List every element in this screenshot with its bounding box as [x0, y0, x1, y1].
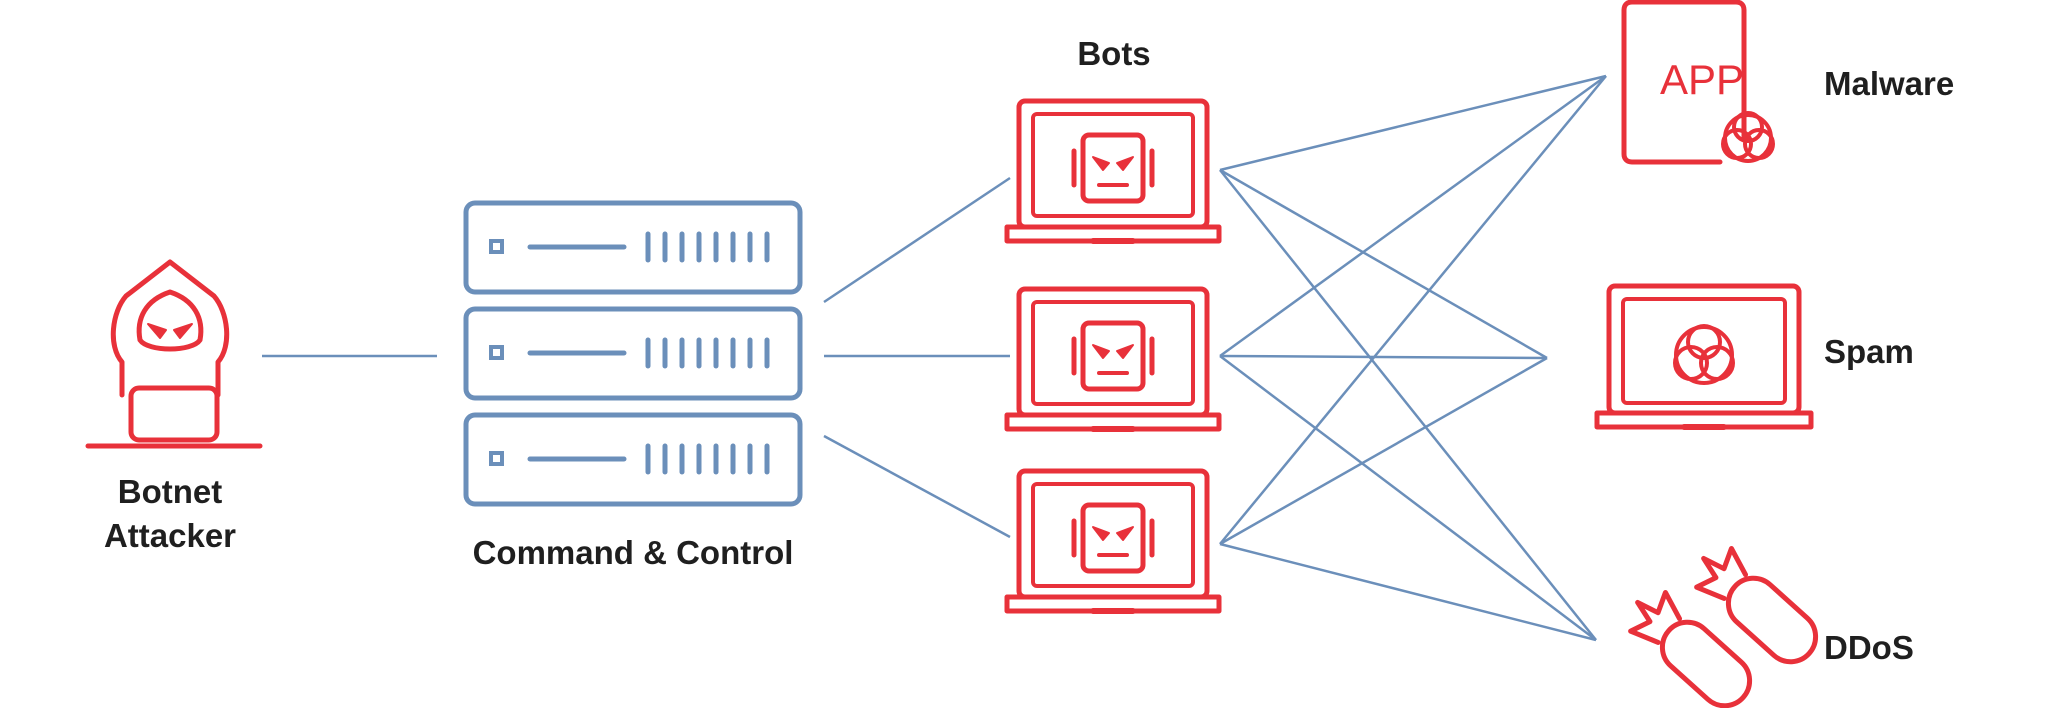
command-control-label: Command & Control [472, 534, 794, 571]
connectors [262, 74, 1607, 642]
connector-cc-to-bot-3 [823, 434, 1011, 539]
connector-bot-1-to-ddos [1219, 169, 1597, 641]
connector-bot-2-to-ddos [1219, 355, 1597, 641]
biohazard-icon [1721, 111, 1775, 163]
attacker-label-line2: Attacker [103, 517, 237, 554]
connector-cc-to-bot-1 [823, 176, 1011, 304]
server-unit-3 [463, 412, 803, 507]
app-biohazard-icon: APP [1621, 0, 1775, 165]
robot-laptop-icon [1007, 289, 1219, 429]
bombs-icon [1628, 545, 1819, 708]
biohazard-icon [1673, 324, 1735, 385]
connector-bot-2-to-spam [1219, 354, 1548, 360]
bomb-right [1694, 545, 1819, 665]
bots-label: Bots [1077, 35, 1151, 72]
connector-bot-2-to-malware [1219, 74, 1607, 358]
connector-bot-3-to-ddos [1219, 542, 1597, 642]
attacker-label-line1: Botnet [117, 473, 223, 510]
spam-label: Spam [1824, 333, 1914, 370]
laptop-biohazard-icon [1594, 283, 1814, 430]
robot-laptop-icon [1007, 101, 1219, 241]
connector-bot-3-to-malware [1219, 75, 1607, 545]
bomb-left [1628, 589, 1753, 708]
server-unit-1 [463, 200, 803, 295]
malware-label: Malware [1824, 65, 1955, 102]
hooded-hacker-icon [85, 259, 263, 449]
robot-laptop-icon [1007, 471, 1219, 611]
server-unit-2 [463, 306, 803, 401]
connector-bot-1-to-spam [1219, 168, 1548, 360]
server-rack-icon [463, 200, 803, 507]
ddos-label: DDoS [1824, 629, 1914, 666]
connector-bot-1-to-malware [1219, 74, 1607, 172]
attacker-label: Botnet Attacker [70, 470, 270, 558]
connector-bot-3-to-spam [1219, 356, 1548, 546]
app-text: APP [1660, 56, 1744, 103]
